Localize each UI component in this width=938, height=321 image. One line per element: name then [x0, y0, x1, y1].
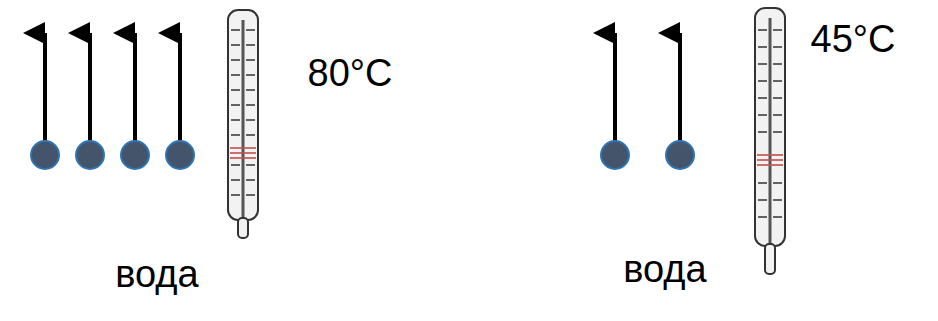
temperature-label: 45°C	[811, 18, 896, 62]
temperature-label: 80°C	[308, 52, 393, 96]
evaporation-arrows	[45, 33, 680, 141]
container-outline	[545, 140, 888, 300]
water-container: вода	[545, 140, 888, 300]
container-label: вода	[115, 253, 198, 297]
thermometer	[742, 4, 800, 280]
thermometer	[212, 6, 278, 246]
temperature-value: 80°C	[308, 52, 393, 96]
water-molecules	[31, 141, 694, 169]
water-container: вода	[15, 140, 333, 320]
temperature-value: 45°C	[811, 18, 896, 62]
container-label: вода	[623, 248, 706, 292]
